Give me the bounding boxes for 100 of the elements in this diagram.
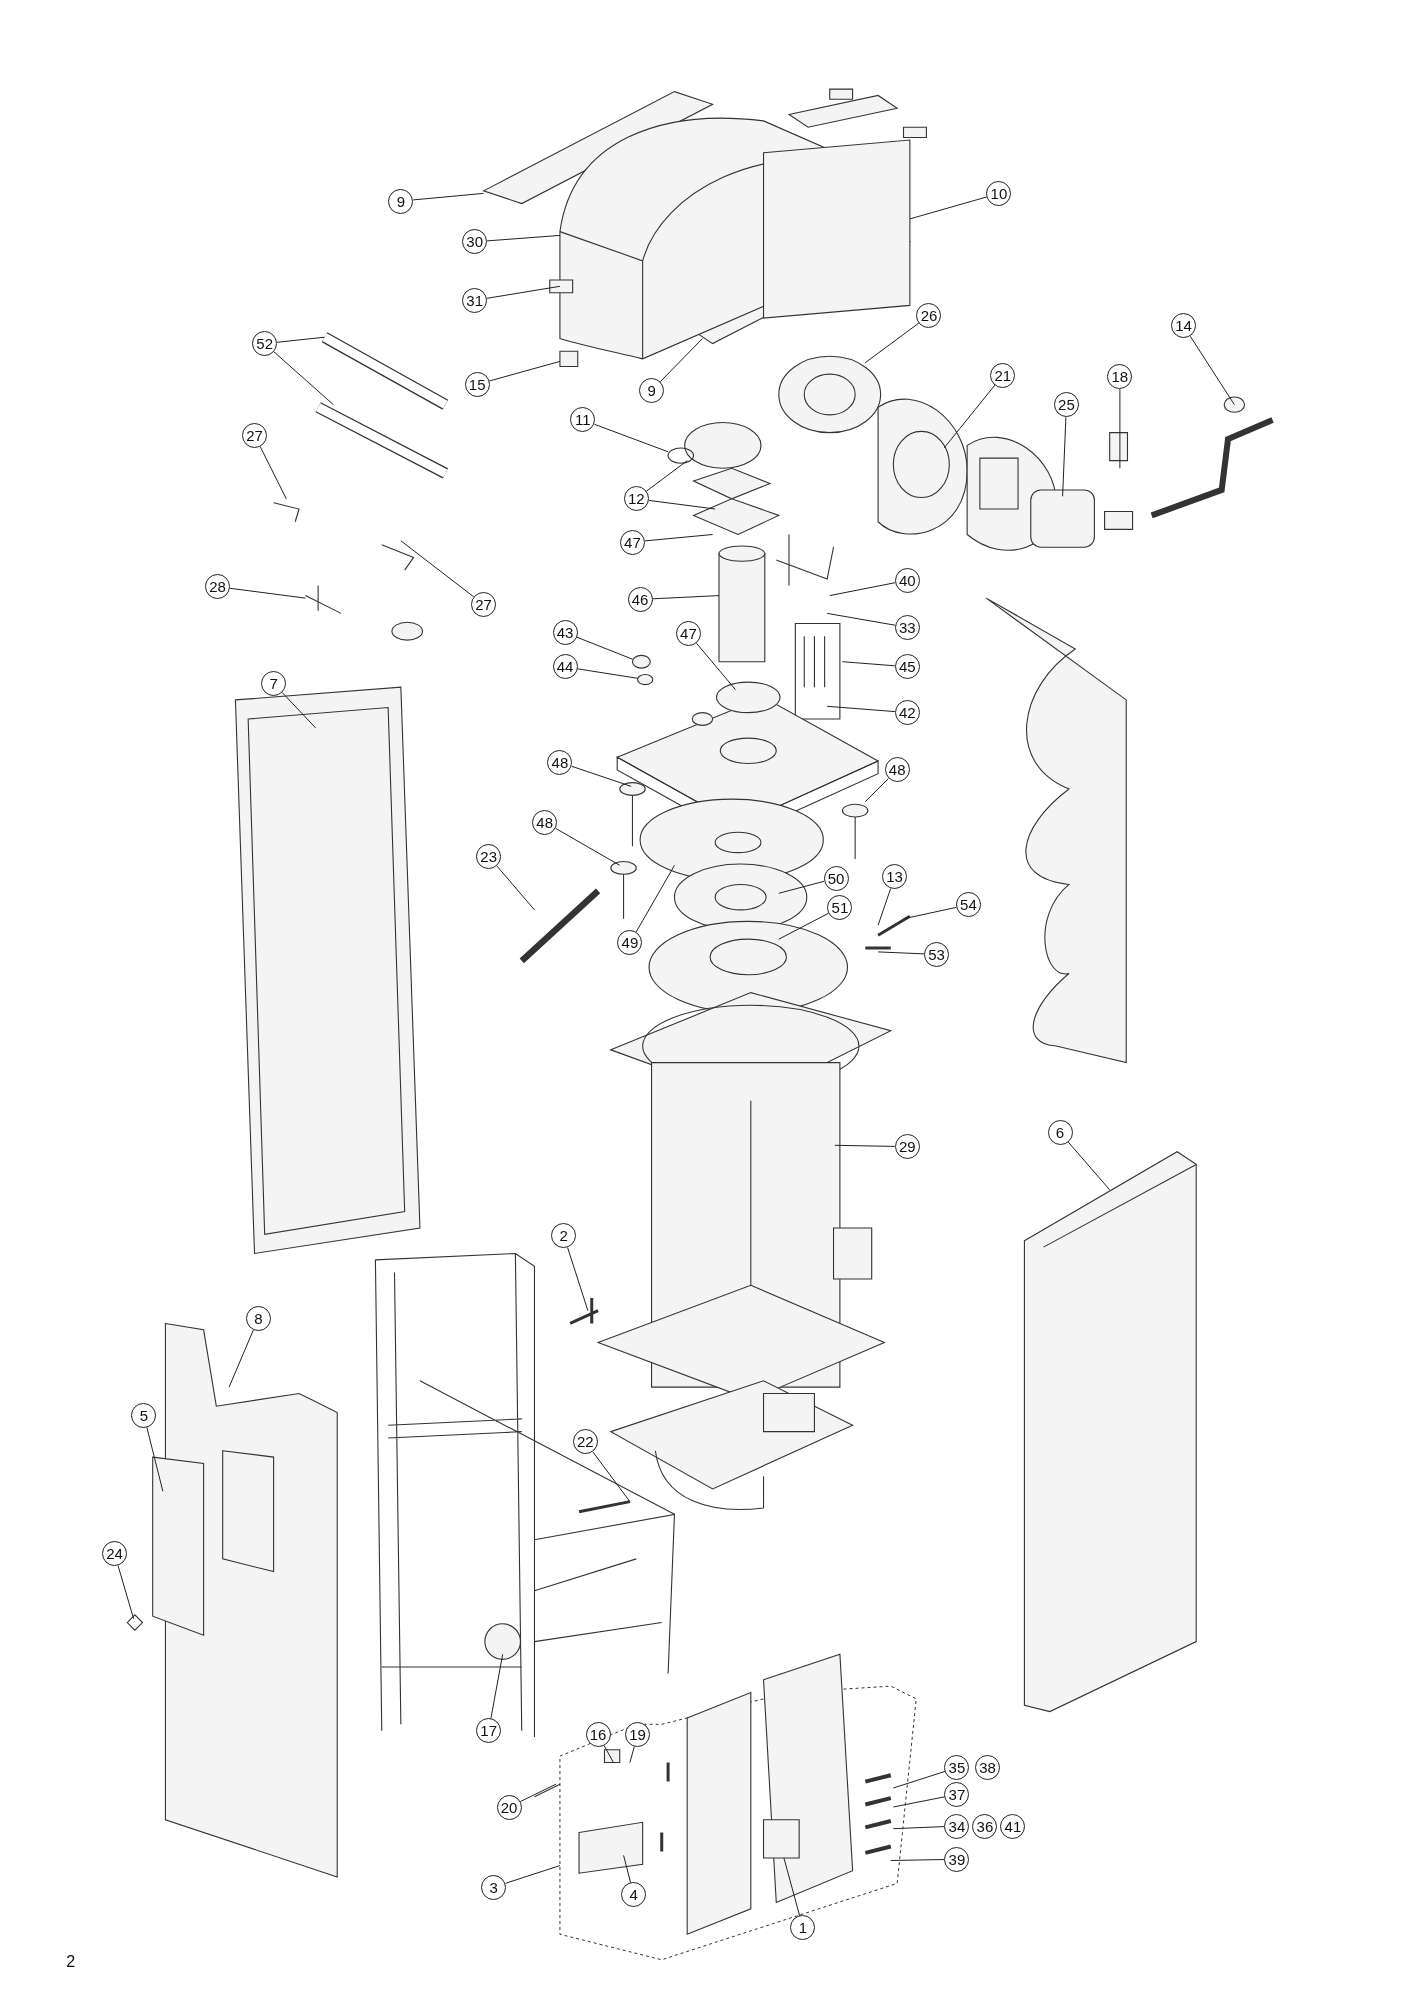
leader-line	[592, 1451, 631, 1503]
callout-number: 37	[944, 1781, 970, 1807]
leader-line	[778, 880, 825, 894]
leader-line	[826, 705, 896, 713]
leader-line	[892, 1796, 946, 1808]
leader-line	[877, 951, 925, 955]
leader-line	[146, 1426, 164, 1492]
callout-number: 23	[476, 843, 502, 869]
callout-number: 38	[975, 1755, 1000, 1781]
leader-line	[486, 234, 561, 242]
leader-line	[229, 587, 306, 599]
callout-number: 19	[625, 1722, 651, 1747]
callout-number: 35	[944, 1755, 970, 1781]
callout-number: 54	[955, 892, 981, 918]
leader-line	[909, 196, 988, 220]
callout-number: 14	[1170, 313, 1196, 339]
leader-line	[877, 888, 892, 926]
leader-line	[400, 540, 475, 598]
leader-line	[576, 668, 639, 679]
leader-line	[1067, 1141, 1111, 1191]
callout-number: 48	[547, 749, 573, 775]
callout-number: 27	[242, 422, 267, 448]
leader-line	[652, 595, 720, 600]
leader-line	[276, 336, 325, 343]
callout-number: 15	[464, 371, 490, 397]
leader-line	[943, 384, 996, 449]
callout-number: 48	[532, 809, 558, 835]
leader-line	[555, 827, 621, 866]
callout-number: 36	[972, 1813, 998, 1839]
callout-number: 20	[496, 1794, 522, 1820]
callout-number: 52	[252, 331, 278, 357]
callout-number: 18	[1107, 364, 1133, 390]
leader-line	[117, 1565, 135, 1620]
leader-line	[659, 338, 703, 383]
callout-number: 12	[623, 486, 649, 512]
callout-number: 40	[894, 567, 920, 593]
callout-number: 47	[675, 621, 701, 647]
leader-line	[576, 636, 633, 660]
callout-number: 24	[102, 1541, 127, 1567]
callout-number: 17	[476, 1718, 502, 1744]
callout-number: 27	[471, 591, 497, 617]
leader-line	[629, 1746, 635, 1763]
leader-line	[496, 865, 535, 911]
callout-number: 48	[884, 757, 910, 783]
callout-number: 39	[944, 1846, 970, 1872]
leader-line	[864, 322, 920, 364]
callout-number: 7	[261, 670, 287, 696]
leader-line	[488, 360, 561, 382]
leader-line	[783, 1857, 801, 1917]
leader-line	[864, 778, 889, 803]
page-number: 2	[66, 1953, 76, 1972]
leader-line	[892, 1826, 945, 1830]
callout-number: 21	[990, 362, 1016, 388]
leader-line	[603, 1745, 614, 1763]
callout-number: 2	[551, 1223, 577, 1249]
callout-number: 6	[1047, 1120, 1073, 1146]
callout-number: 46	[627, 586, 653, 612]
callout-number: 5	[131, 1402, 157, 1428]
leader-line	[567, 1247, 589, 1312]
leader-line	[635, 864, 675, 933]
leader-line	[903, 906, 957, 920]
leader-line	[841, 661, 896, 667]
leader-line	[645, 460, 688, 492]
callout-number: 43	[552, 619, 578, 645]
leader-line	[778, 912, 830, 940]
leader-line	[273, 351, 334, 406]
callout-number: 13	[882, 864, 908, 890]
callout-number: 53	[924, 941, 950, 967]
callout-number: 4	[621, 1882, 647, 1908]
callout-number: 45	[894, 654, 920, 680]
callout-number: 42	[894, 700, 920, 726]
leader-line	[829, 582, 896, 597]
leader-line	[826, 612, 896, 626]
leader-line	[644, 534, 714, 542]
leader-line	[594, 423, 669, 453]
callout-number: 3	[481, 1874, 507, 1900]
callout-number: 8	[245, 1305, 271, 1331]
callout-number: 11	[570, 407, 596, 433]
leader-line	[834, 1144, 896, 1147]
leader-line	[490, 1653, 504, 1719]
callout-number: 51	[827, 894, 853, 920]
callout-number: 1	[790, 1915, 816, 1941]
leader-line	[1062, 416, 1067, 497]
leader-line	[892, 1770, 946, 1789]
callout-number: 50	[823, 865, 849, 891]
leader-line	[412, 192, 485, 201]
leader-line	[505, 1865, 561, 1884]
leader-line	[1189, 335, 1235, 406]
callout-number: 30	[462, 229, 488, 255]
callout-number: 25	[1053, 392, 1079, 418]
callout-number: 34	[944, 1813, 970, 1839]
callout-number: 29	[894, 1134, 920, 1160]
callout-number: 9	[639, 378, 665, 404]
callout-number: 31	[462, 287, 488, 313]
callout-number: 26	[916, 303, 942, 329]
callout-number: 28	[205, 574, 231, 600]
callout-number: 44	[552, 654, 578, 680]
leader-line	[696, 642, 736, 691]
leader-line	[623, 1854, 632, 1884]
leader-line	[890, 1859, 945, 1861]
